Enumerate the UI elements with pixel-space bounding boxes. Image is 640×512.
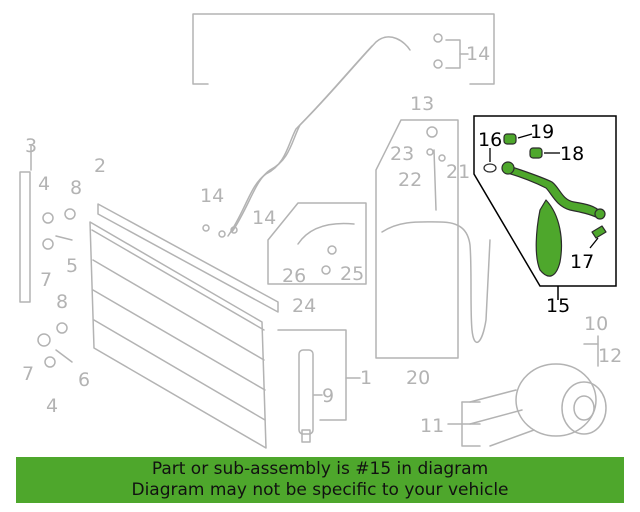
callout-2: 2 bbox=[94, 155, 106, 177]
callout-24: 24 bbox=[292, 295, 316, 317]
group-box-24 bbox=[267, 202, 367, 285]
part-15-group bbox=[473, 115, 617, 300]
footer-banner: Part or sub-assembly is #15 in diagram D… bbox=[16, 457, 624, 503]
callout-15: 15 bbox=[546, 295, 570, 317]
callout-8b: 8 bbox=[56, 291, 68, 313]
callout-13: 13 bbox=[410, 93, 434, 115]
bracket-11 bbox=[461, 401, 481, 447]
callout-labels: 3 2 4 8 5 7 8 7 6 4 1 9 14 14 14 13 23 2… bbox=[22, 43, 622, 437]
callout-21: 21 bbox=[446, 161, 470, 183]
callout-20: 20 bbox=[406, 367, 430, 389]
callout-14c: 14 bbox=[466, 43, 490, 65]
callout-18: 18 bbox=[560, 143, 584, 165]
callout-9: 9 bbox=[322, 385, 334, 407]
footer-line-2: Diagram may not be specific to your vehi… bbox=[131, 480, 509, 500]
o-ring-16 bbox=[483, 163, 497, 173]
footer-line-1: Part or sub-assembly is #15 in diagram bbox=[151, 459, 489, 479]
group-box-13 bbox=[192, 13, 495, 85]
callout-16: 16 bbox=[478, 129, 502, 151]
parts-diagram: 3 2 4 8 5 7 8 7 6 4 1 9 14 14 14 13 23 2… bbox=[19, 13, 622, 449]
ac-hose-assembly bbox=[501, 133, 607, 277]
callout-1: 1 bbox=[360, 367, 372, 389]
callout-26: 26 bbox=[282, 265, 306, 287]
group-box-20 bbox=[375, 119, 459, 359]
bracket-10 bbox=[583, 343, 599, 367]
condenser-core bbox=[89, 203, 279, 449]
callout-6: 6 bbox=[78, 369, 90, 391]
callout-22: 22 bbox=[398, 169, 422, 191]
bolt bbox=[469, 389, 517, 403]
callout-8a: 8 bbox=[70, 177, 82, 199]
pipe-20 bbox=[381, 221, 491, 343]
callout-14b: 14 bbox=[252, 207, 276, 229]
callout-3: 3 bbox=[25, 135, 37, 157]
receiver-drier bbox=[298, 349, 314, 435]
callout-7b: 7 bbox=[22, 363, 34, 385]
callout-5: 5 bbox=[66, 255, 78, 277]
callout-11: 11 bbox=[420, 415, 444, 437]
compressor bbox=[515, 363, 607, 437]
callout-17: 17 bbox=[570, 251, 594, 273]
callout-7a: 7 bbox=[40, 269, 52, 291]
callout-25: 25 bbox=[340, 263, 364, 285]
callout-12: 12 bbox=[598, 345, 622, 367]
callout-19: 19 bbox=[530, 121, 554, 143]
callout-4b: 4 bbox=[46, 395, 58, 417]
mounting-strip bbox=[19, 171, 31, 303]
bracket-1 bbox=[277, 329, 361, 379]
callout-14a: 14 bbox=[200, 185, 224, 207]
callout-4a: 4 bbox=[38, 173, 50, 195]
callout-10: 10 bbox=[584, 313, 608, 335]
bracket-14-top bbox=[445, 39, 461, 69]
callout-23: 23 bbox=[390, 143, 414, 165]
pipe-24 bbox=[297, 222, 355, 245]
